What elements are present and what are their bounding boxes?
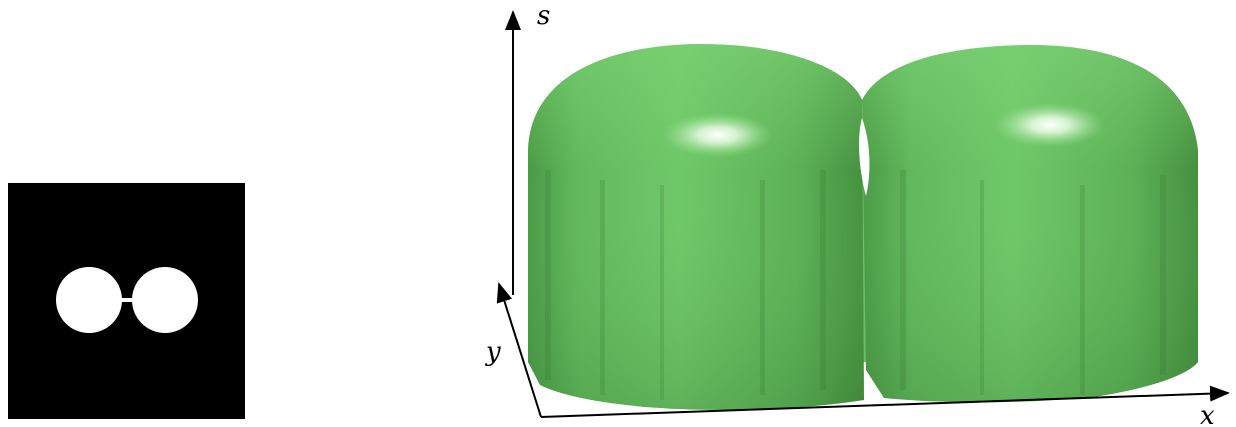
y-axis-label: y [485, 337, 501, 367]
x-axis [540, 385, 1230, 418]
disc-bridge [119, 298, 135, 302]
surface-plot-panel: s y x [485, 1, 1230, 427]
left-disc [56, 267, 122, 333]
right-dome-shade [862, 45, 1198, 403]
binary-image-panel [8, 183, 245, 419]
right-dome-highlight [995, 103, 1105, 147]
surface-neck-hole [859, 118, 870, 196]
left-dome-highlight [663, 113, 773, 157]
left-dome-shade [528, 44, 864, 410]
right-disc [132, 267, 198, 333]
y-axis [496, 282, 542, 418]
s-axis-label: s [537, 1, 550, 31]
drape-streaks [545, 170, 1166, 400]
x-axis-label: x [1200, 401, 1215, 427]
